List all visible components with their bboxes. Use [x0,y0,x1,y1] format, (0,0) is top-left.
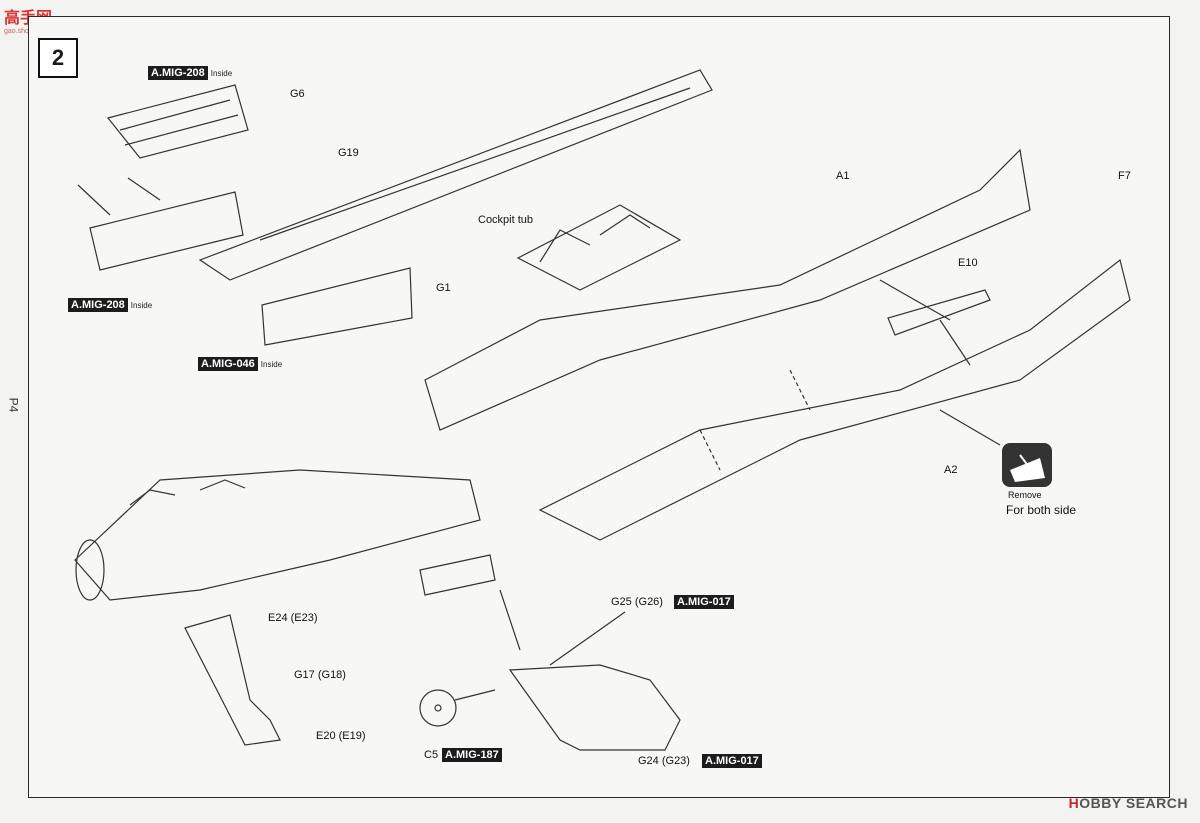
label-cockpit-tub: Cockpit tub [478,214,534,226]
paint-tag-mig017-top: A.MIG-017 [674,595,734,609]
fuselage-a1 [424,148,1031,431]
label-g1: G1 [436,282,451,294]
label-e20: E20 (E19) [316,730,366,742]
nose-gear-door-parts [184,614,281,746]
part-e10 [887,289,991,336]
intake-disc-c5 [419,689,457,727]
remove-label: Remove [1008,490,1042,500]
intake-tube-part [419,554,496,596]
label-e24: E24 (E23) [268,612,318,624]
label-e10: E10 [958,257,978,269]
paint-tag-mig017-bottom: A.MIG-017 [702,754,762,768]
label-g19: G19 [338,147,359,159]
intake-duct-part [508,664,681,751]
label-g17: G17 (G18) [294,669,346,681]
fuselage-a2 [538,258,1131,541]
remove-icon [1002,443,1052,487]
hobby-search-logo: HOBBY SEARCH [1068,795,1188,811]
label-g6: G6 [290,88,305,100]
instrument-panel-part [106,84,249,159]
fuselage-half-g19 [198,69,713,281]
step-number: 2 [38,38,78,78]
instruction-sheet [28,16,1170,798]
label-g24: G24 (G23) [638,755,690,767]
side-console-part [89,191,244,271]
cockpit-tub-part [516,204,682,291]
assembled-forward-fuselage [74,469,481,601]
paint-tag-mig187: A.MIG-187 [442,748,502,762]
label-g25: G25 (G26) [611,596,663,608]
label-a2: A2 [944,464,958,476]
remove-note: For both side [1006,503,1077,517]
label-c5: C5 [424,749,439,761]
label-f7: F7 [1118,170,1131,182]
panel-g1 [261,267,413,346]
label-a1: A1 [836,170,850,182]
